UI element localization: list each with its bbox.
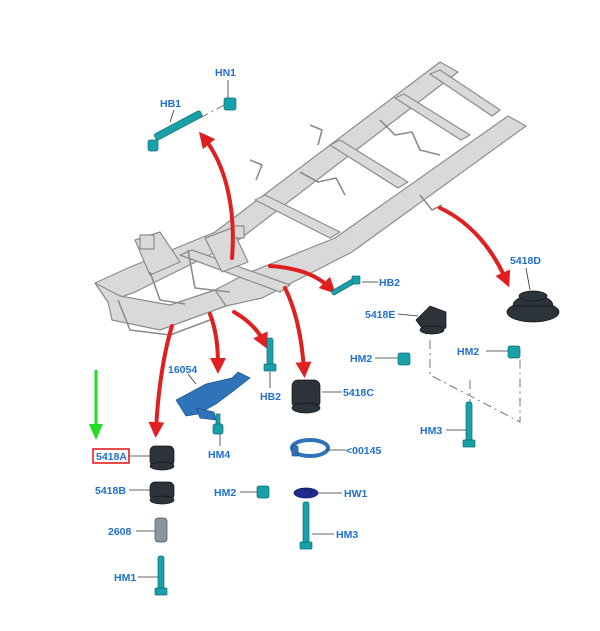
spacer-2608-icon[interactable]: [154, 517, 168, 543]
green-pointer-arrow-icon: [89, 370, 103, 440]
label-hm2-low[interactable]: HM2: [214, 487, 236, 499]
label-00145[interactable]: <00145: [346, 445, 381, 457]
label-hb1[interactable]: HB1: [160, 98, 181, 110]
label-hm3-low[interactable]: HM3: [336, 529, 358, 541]
mount-5418e-icon[interactable]: [415, 305, 447, 335]
label-5418d[interactable]: 5418D: [510, 255, 541, 267]
label-hb2-top[interactable]: HB2: [379, 277, 400, 289]
bolt-hb2-low-icon[interactable]: [263, 337, 277, 372]
label-2608[interactable]: 2608: [108, 526, 132, 538]
label-5418e[interactable]: 5418E: [365, 309, 395, 321]
label-hn1[interactable]: HN1: [215, 67, 236, 79]
label-hm2-right[interactable]: HM2: [457, 346, 479, 358]
label-5418a[interactable]: 5418A: [96, 451, 127, 463]
washer-hw1-icon[interactable]: [293, 487, 319, 499]
label-hm3-right[interactable]: HM3: [420, 425, 442, 437]
nut-hm2-low-icon[interactable]: [256, 485, 270, 499]
bolt-hm3-right-icon[interactable]: [462, 401, 476, 448]
label-hm1[interactable]: HM1: [114, 572, 136, 584]
bolt-hm3-low-icon[interactable]: [299, 501, 313, 550]
bolt-hb2-top-icon[interactable]: [331, 275, 361, 296]
red-callout-arrow-icon: [148, 131, 511, 438]
bolt-hb1-icon[interactable]: [147, 110, 203, 152]
mount-5418c-icon[interactable]: [291, 379, 321, 414]
vehicle-frame-icon: [94, 61, 527, 336]
retainer-00145-icon[interactable]: [290, 438, 330, 458]
mount-5418a-icon[interactable]: [149, 445, 175, 471]
label-hm4[interactable]: HM4: [208, 449, 230, 461]
label-5418c[interactable]: 5418C: [343, 387, 374, 399]
label-hw1[interactable]: HW1: [344, 488, 367, 500]
bracket-16054-icon[interactable]: [175, 371, 251, 421]
nut-hn1-icon[interactable]: [223, 97, 237, 111]
leader-lines: [128, 80, 531, 578]
mount-5418b-icon[interactable]: [149, 481, 175, 505]
label-5418b[interactable]: 5418B: [95, 485, 126, 497]
nut-hm2-right-icon[interactable]: [507, 345, 521, 359]
label-hb2-low[interactable]: HB2: [260, 391, 281, 403]
nut-hm4-icon[interactable]: [212, 413, 224, 435]
highlight-box: [92, 448, 130, 464]
label-16054[interactable]: 16054: [168, 364, 197, 376]
mount-5418d-icon[interactable]: [506, 290, 560, 323]
label-hm2-mid[interactable]: HM2: [350, 353, 372, 365]
bolt-hm1-icon[interactable]: [154, 555, 168, 596]
nut-hm2-mid-icon[interactable]: [397, 352, 411, 366]
